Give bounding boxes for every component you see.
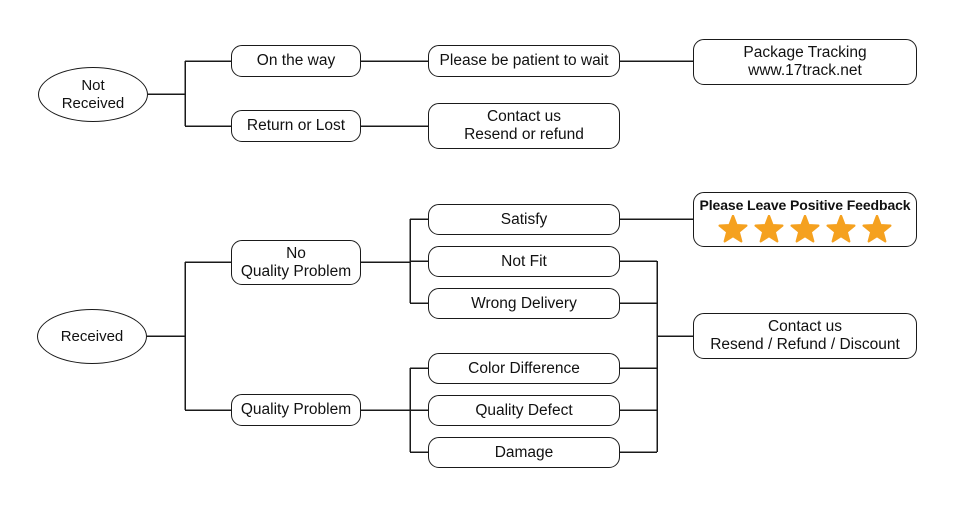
node-received[interactable]: Received: [37, 309, 147, 364]
node-on-the-way[interactable]: On the way: [231, 45, 361, 77]
node-satisfy[interactable]: Satisfy: [428, 204, 620, 235]
star-icon[interactable]: [718, 215, 748, 244]
node-quality-problem[interactable]: Quality Problem: [231, 394, 361, 426]
node-wrong-delivery[interactable]: Wrong Delivery: [428, 288, 620, 319]
node-not-received[interactable]: Not Received: [38, 67, 148, 122]
node-package-tracking[interactable]: Package Tracking www.17track.net: [693, 39, 917, 85]
star-icon[interactable]: [790, 215, 820, 244]
node-no-quality-problem[interactable]: No Quality Problem: [231, 240, 361, 285]
node-return-or-lost[interactable]: Return or Lost: [231, 110, 361, 142]
star-icon[interactable]: [754, 215, 784, 244]
node-leave-positive-feedback[interactable]: Please Leave Positive Feedback: [693, 192, 917, 247]
node-color-difference[interactable]: Color Difference: [428, 353, 620, 384]
node-damage[interactable]: Damage: [428, 437, 620, 468]
node-please-be-patient[interactable]: Please be patient to wait: [428, 45, 620, 77]
node-not-fit[interactable]: Not Fit: [428, 246, 620, 277]
node-contact-resend-refund-discount[interactable]: Contact us Resend / Refund / Discount: [693, 313, 917, 359]
star-icon[interactable]: [826, 215, 856, 244]
node-quality-defect[interactable]: Quality Defect: [428, 395, 620, 426]
node-contact-resend-refund[interactable]: Contact us Resend or refund: [428, 103, 620, 149]
star-icon[interactable]: [862, 215, 892, 244]
feedback-caption: Please Leave Positive Feedback: [699, 197, 911, 213]
star-rating[interactable]: [718, 215, 892, 244]
